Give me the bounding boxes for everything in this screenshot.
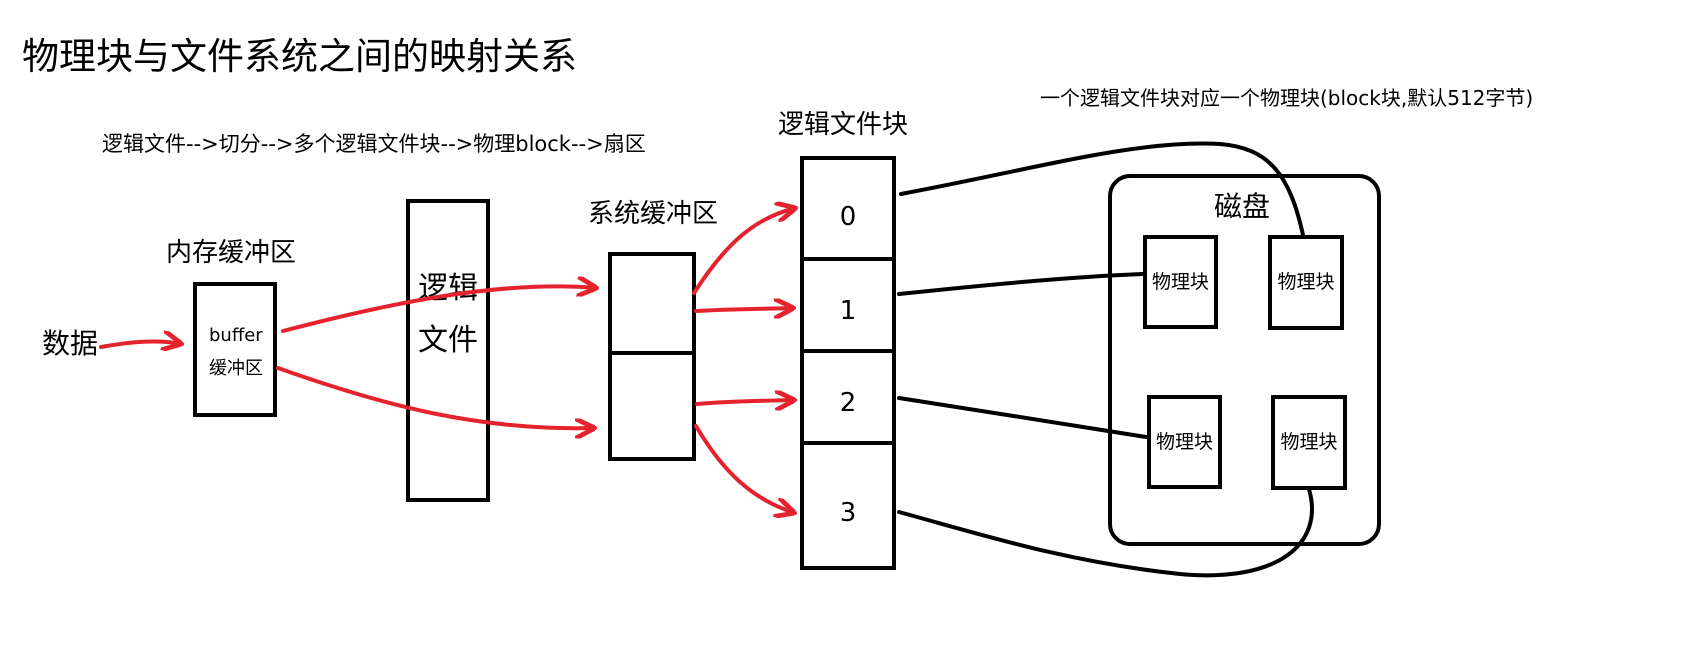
system-buffer-box — [608, 252, 696, 461]
memory-buffer-label: 内存缓冲区 — [166, 238, 297, 268]
system-buffer-label: 系统缓冲区 — [588, 199, 719, 229]
arrow-system-buffer-to-block-2 — [695, 400, 797, 404]
logical-block-divider — [804, 349, 892, 353]
buffer-en-label: buffer — [209, 325, 263, 346]
physical-block-4: 物理块 — [1271, 395, 1347, 490]
mapping-note: 一个逻辑文件块对应一个物理块(block块,默认512字节) — [1040, 86, 1534, 110]
disk-box — [1108, 174, 1381, 546]
logical-file-label: 逻辑文件 — [418, 271, 478, 358]
physical-block-label: 物理块 — [1280, 431, 1338, 453]
physical-block-2: 物理块 — [1268, 235, 1344, 330]
flow-text: 逻辑文件-->切分-->多个逻辑文件块-->物理block-->扇区 — [102, 132, 646, 156]
arrow-data-to-buffer — [99, 341, 184, 347]
physical-block-3: 物理块 — [1147, 395, 1222, 489]
page-title: 物理块与文件系统之间的映射关系 — [22, 35, 577, 78]
physical-block-label: 物理块 — [1155, 431, 1213, 453]
logical-file-box: 逻辑文件 — [406, 199, 490, 502]
physical-block-label: 物理块 — [1277, 271, 1335, 293]
logical-block-2: 2 — [839, 388, 857, 418]
logical-file-blocks-label: 逻辑文件块 — [778, 110, 909, 140]
logical-blocks-box: 0 1 2 3 — [800, 156, 896, 570]
logical-block-1: 1 — [839, 296, 857, 326]
logical-block-divider — [804, 257, 892, 261]
data-label: 数据 — [42, 327, 99, 360]
physical-block-1: 物理块 — [1143, 235, 1218, 329]
arrow-system-buffer-to-block-3 — [694, 424, 795, 513]
logical-block-0: 0 — [839, 202, 857, 232]
buffer-zh-label: 缓冲区 — [209, 358, 263, 379]
mapping-line-block-1 — [897, 272, 1144, 296]
logical-block-3: 3 — [839, 498, 857, 528]
physical-block-label: 物理块 — [1151, 271, 1209, 293]
memory-buffer-box — [193, 282, 277, 417]
logical-block-divider — [804, 441, 892, 445]
system-buffer-divider — [612, 351, 692, 355]
disk-label: 磁盘 — [1214, 190, 1271, 223]
arrow-system-buffer-to-block-1 — [694, 308, 796, 311]
